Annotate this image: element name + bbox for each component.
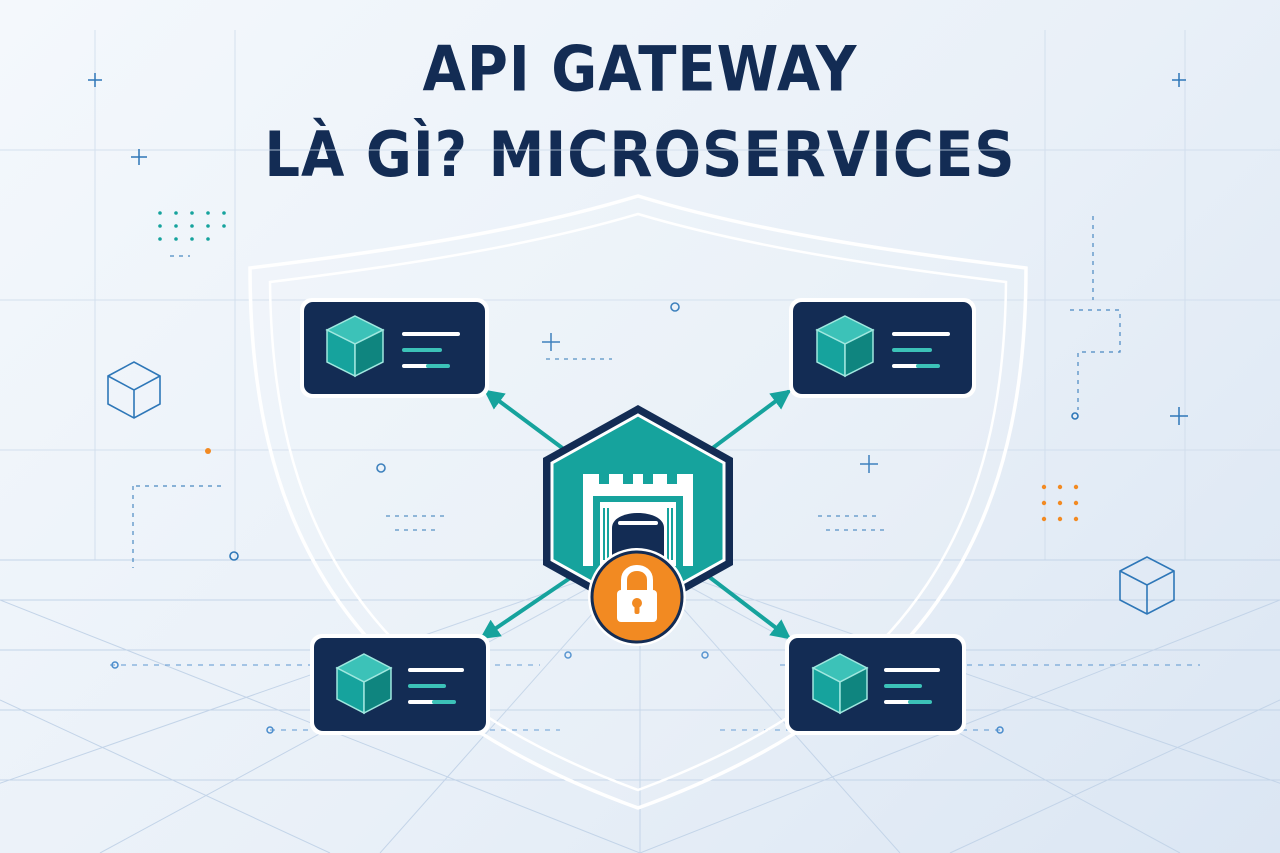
text-lines-icon: [402, 332, 460, 368]
cube-icon: [335, 653, 393, 715]
text-lines-icon: [408, 668, 464, 704]
lock-icon: [588, 548, 686, 646]
decor-cube-outline-icon: [107, 361, 161, 419]
connector-bottom-left: [479, 574, 575, 640]
cube-icon: [325, 315, 385, 378]
title-line-1: API GATEWAY: [422, 33, 858, 107]
decor-dot-grid-left: [158, 211, 226, 241]
page-title: API GATEWAY LÀ GÌ? MICROSERVICES: [0, 28, 1280, 198]
service-node-bottom-right: [785, 634, 966, 735]
connector-top-right: [708, 389, 792, 452]
decor-dot-grid-right: [1041, 484, 1079, 522]
connector-bottom-right: [706, 574, 792, 640]
decor-orange-dot: [205, 448, 211, 454]
service-node-bottom-left: [310, 634, 490, 735]
connectors: [479, 389, 792, 640]
cube-icon: [815, 315, 875, 378]
decor-dashed-circuits: [132, 216, 1121, 568]
cube-icon: [811, 653, 869, 715]
text-lines-icon: [892, 332, 950, 368]
decor-plus-icons: [88, 73, 1188, 473]
decor-small-circles: [229, 302, 1079, 561]
floor-nodes: [111, 651, 1004, 734]
api-gateway-node: [543, 405, 733, 646]
service-node-top-right: [789, 298, 976, 398]
connector-top-left: [483, 389, 567, 452]
text-lines-icon: [884, 668, 940, 704]
service-node-top-left: [300, 298, 489, 398]
decor-cube-outline-icon-right: [1119, 556, 1175, 615]
title-line-2: LÀ GÌ? MICROSERVICES: [264, 118, 1016, 192]
